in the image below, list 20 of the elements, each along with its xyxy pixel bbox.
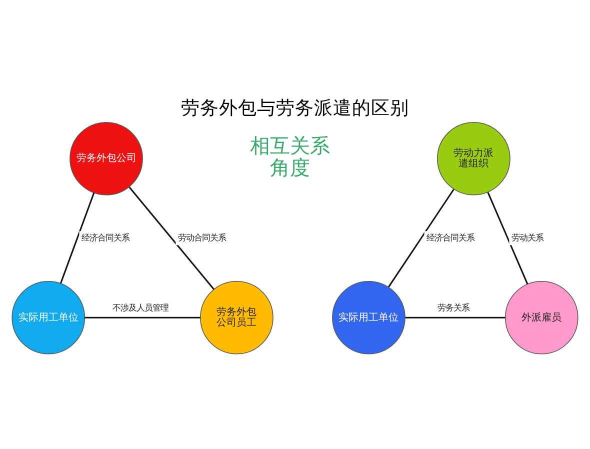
connector — [84, 316, 200, 318]
connector — [128, 186, 215, 290]
node-circle: 劳动力派遣组织 — [437, 121, 510, 195]
edge-label: 劳动合同关系 — [178, 232, 226, 243]
node-circle: 实际用工单位 — [332, 280, 406, 354]
edge-label: 经济合同关系 — [82, 232, 130, 243]
connector — [405, 316, 506, 318]
diagram-title: 劳务外包与劳务派遣的区别 — [181, 97, 409, 118]
edge-label: 经济合同关系 — [426, 232, 475, 243]
edge-label: 劳动关系 — [512, 232, 544, 243]
label: 相互关系角度 — [250, 132, 330, 180]
node-circle: 劳务外包公司员工 — [200, 280, 274, 354]
node-circle: 外派雇员 — [504, 280, 578, 354]
node-circle: 劳务外包公司 — [70, 121, 143, 195]
connector — [487, 192, 528, 284]
edge-label: 不涉及人员管理 — [112, 303, 168, 314]
edge-label: 劳务关系 — [437, 303, 470, 314]
connector — [60, 192, 95, 283]
connector — [388, 188, 454, 287]
node-circle: 实际用工单位 — [12, 280, 86, 354]
